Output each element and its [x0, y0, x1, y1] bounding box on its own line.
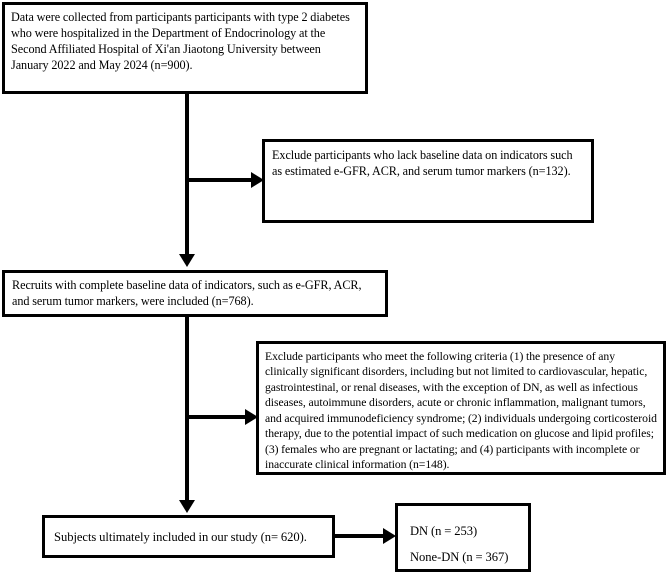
connector-enrolled-vertical — [185, 94, 189, 182]
arrowhead-right-exclude-2 — [245, 409, 258, 425]
flowchart-node-final: Subjects ultimately included in our stud… — [42, 515, 335, 558]
node-groups-none-dn-label: None-DN (n = 367) — [410, 549, 509, 564]
flowchart-node-groups: DN (n = 253) None-DN (n = 367) — [395, 503, 531, 572]
arrowhead-right-exclude-1 — [251, 172, 264, 188]
arrowhead-down-final — [179, 500, 195, 513]
flowchart-node-exclude-1: Exclude participants who lack baseline d… — [262, 139, 594, 223]
node-recruits-text: Recruits with complete baseline data of … — [12, 278, 362, 308]
connector-final-to-groups — [335, 534, 389, 538]
node-final-text: Subjects ultimately included in our stud… — [54, 530, 307, 544]
connector-to-exclude-2 — [185, 415, 251, 419]
node-exclude-2-text: Exclude participants who meet the follow… — [265, 350, 657, 472]
flowchart-node-enrolled: Data were collected from participants pa… — [2, 2, 368, 94]
node-exclude-1-text: Exclude participants who lack baseline d… — [272, 148, 573, 178]
node-groups-dn-label: DN (n = 253) — [410, 524, 478, 538]
connector-to-exclude-1 — [185, 178, 257, 182]
flowchart-node-exclude-2: Exclude participants who meet the follow… — [256, 341, 666, 475]
flowchart-node-recruits: Recruits with complete baseline data of … — [2, 270, 388, 317]
connector-recruits-to-final — [185, 415, 189, 500]
arrowhead-down-recruits — [179, 254, 195, 267]
arrowhead-right-groups — [383, 528, 396, 544]
connector-enrolled-to-recruits — [185, 178, 189, 254]
node-enrolled-text: Data were collected from participants pa… — [11, 10, 350, 72]
connector-recruits-vertical — [185, 317, 189, 419]
